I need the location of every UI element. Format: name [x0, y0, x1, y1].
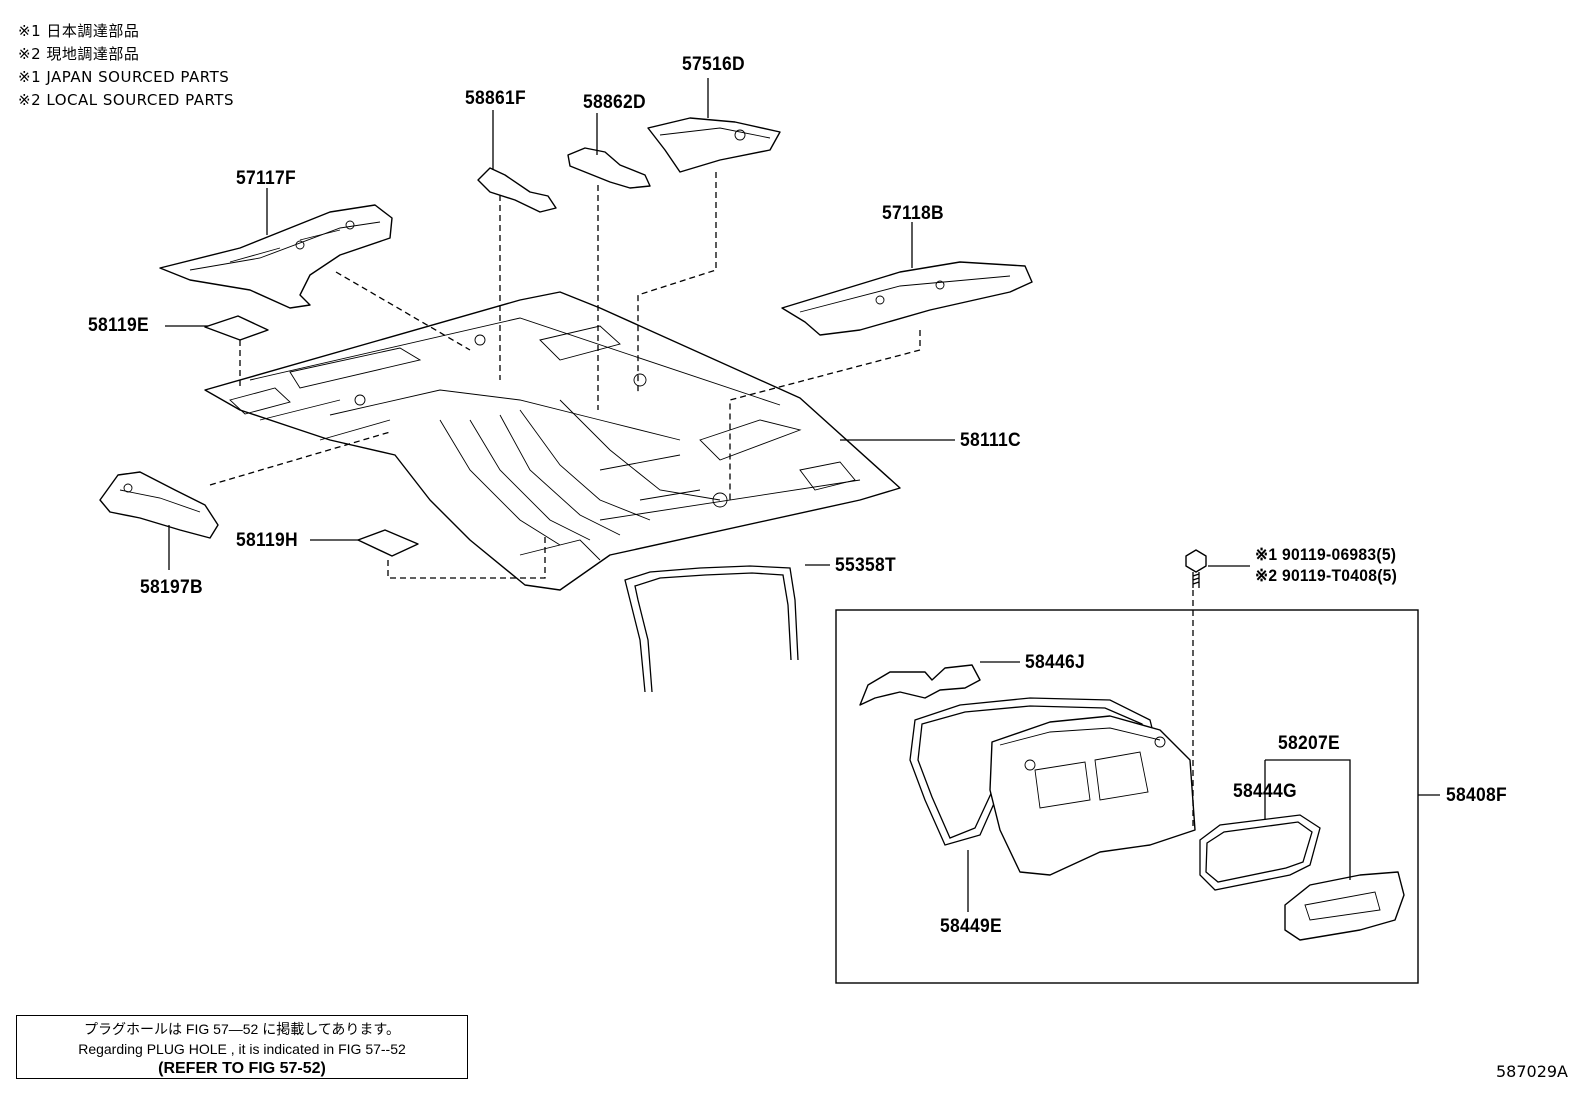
label-58446j[interactable]: 58446J	[1025, 652, 1085, 673]
part-58446j[interactable]	[859, 664, 981, 706]
legend: ※1 日本調達部品 ※2 現地調達部品 ※1 JAPAN SOURCED PAR…	[18, 20, 234, 112]
floor-pan-58111c[interactable]	[204, 291, 901, 591]
note-line-en: Regarding PLUG HOLE , it is indicated in…	[78, 1041, 406, 1057]
legend-line: ※2 LOCAL SOURCED PARTS	[18, 91, 234, 109]
group-box-58408f	[835, 609, 1419, 984]
part-57118b[interactable]	[781, 261, 1033, 336]
label-bolt-japan[interactable]: ※1 90119-06983(5)	[1255, 545, 1397, 564]
legend-line: ※1 JAPAN SOURCED PARTS	[18, 68, 230, 86]
label-58862d[interactable]: 58862D	[583, 92, 646, 113]
part-57516d[interactable]	[647, 117, 781, 173]
label-58119h[interactable]: 58119H	[236, 530, 298, 551]
figure-number: 587029A	[1495, 1062, 1568, 1081]
label-57117f[interactable]: 57117F	[236, 168, 296, 189]
legend-line: ※2 現地調達部品	[18, 45, 140, 63]
legend-line: ※1 日本調達部品	[18, 22, 140, 40]
label-58111c[interactable]: 58111C	[960, 430, 1021, 451]
note-refer-link[interactable]: (REFER TO FIG 57-52)	[158, 1060, 326, 1077]
label-58207e[interactable]: 58207E	[1278, 733, 1340, 754]
part-58197b[interactable]	[99, 471, 219, 539]
part-cover-plate[interactable]	[989, 715, 1196, 876]
bolt-icon[interactable]	[1185, 549, 1207, 588]
part-57117f[interactable]	[159, 204, 393, 309]
part-58119e[interactable]	[204, 315, 269, 341]
label-bolt-local[interactable]: ※2 90119-T0408(5)	[1255, 566, 1398, 585]
part-58444g[interactable]	[1199, 814, 1321, 891]
label-58119e[interactable]: 58119E	[88, 315, 149, 336]
label-55358t[interactable]: 55358T	[835, 555, 896, 576]
reference-note: プラグホールは FIG 57―52 に掲載してあります。 Regarding P…	[16, 1015, 468, 1079]
label-58408f[interactable]: 58408F	[1446, 785, 1507, 806]
part-58861f[interactable]	[477, 167, 557, 213]
part-58862d[interactable]	[567, 147, 651, 189]
part-55358t[interactable]	[624, 565, 799, 693]
label-58444g[interactable]: 58444G	[1233, 781, 1297, 802]
label-58197b[interactable]: 58197B	[140, 577, 203, 598]
label-57516d[interactable]: 57516D	[682, 54, 745, 75]
label-58449e[interactable]: 58449E	[940, 916, 1002, 937]
part-58207e[interactable]	[1284, 871, 1405, 941]
label-57118b[interactable]: 57118B	[882, 203, 944, 224]
part-58119h[interactable]	[357, 529, 419, 557]
note-line-jp: プラグホールは FIG 57―52 に掲載してあります。	[84, 1021, 400, 1037]
label-58861f[interactable]: 58861F	[465, 88, 526, 109]
